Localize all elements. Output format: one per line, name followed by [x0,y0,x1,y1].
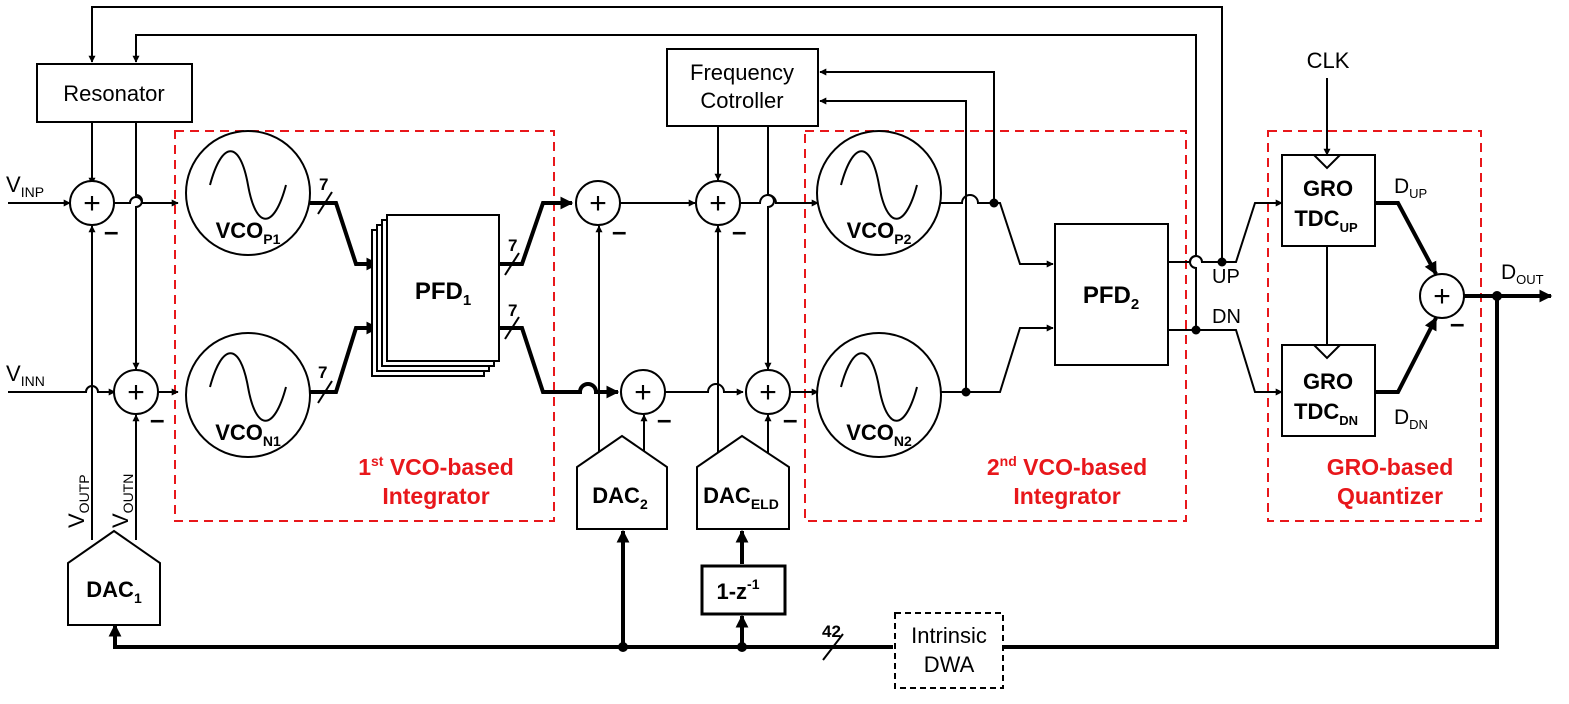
integrator2-label-2: Integrator [1013,483,1120,509]
bus-width-7: 7 [508,301,517,320]
svg-text:+: + [709,187,727,220]
dac-eld-block: DACELD [696,434,790,530]
dac2-block: DAC2 [576,434,668,530]
vco-n1: VCON1 [185,332,311,458]
vco-n2: VCON2 [816,332,942,458]
svg-text:VCON1: VCON1 [215,420,281,449]
wires [8,6,1553,661]
svg-text:TDCDN: TDCDN [1294,399,1358,428]
svg-text:+: + [759,376,777,409]
delay-block: 1-z-1 [700,564,787,616]
dac1-block: DAC1 [67,529,161,626]
svg-text:+: + [83,187,101,220]
svg-text:+: + [127,376,145,409]
summer-d: + [745,369,791,415]
svg-text:–: – [783,404,797,434]
svg-text:Frequency: Frequency [690,60,794,85]
signal-labels: VINP VINN VOUTP VOUTN CLK UP DN DUP DDN … [6,48,1544,641]
label-dup: DUP [1394,175,1427,201]
label-vinn: VINN [6,361,45,389]
svg-text:Cotroller: Cotroller [700,88,783,113]
svg-text:GRO: GRO [1303,369,1353,394]
svg-text:PFD1: PFD1 [415,278,471,309]
svg-text:Intrinsic: Intrinsic [911,623,987,648]
resonator-block: Resonator [36,63,193,123]
svg-text:1-z-1: 1-z-1 [716,576,759,604]
svg-text:DACELD: DACELD [703,483,779,512]
svg-text:GRO: GRO [1303,176,1353,201]
bus-width-7: 7 [508,236,517,255]
svg-text:TDCUP: TDCUP [1294,206,1358,235]
summer-b: + [620,369,666,415]
quantizer-label: GRO-based [1327,454,1454,480]
label-up: UP [1212,266,1240,288]
region-labels: 1st VCO-based Integrator 2nd VCO-based I… [358,453,1453,509]
bus-width-42: 42 [822,622,841,641]
svg-text:DWA: DWA [924,652,975,677]
integrator1-label-2: Integrator [382,483,489,509]
svg-text:+: + [1433,280,1451,313]
svg-text:PFD2: PFD2 [1083,282,1139,313]
svg-text:–: – [732,216,746,246]
summer-a: + [575,180,621,226]
summer-input-p: + [69,180,115,226]
svg-text:–: – [150,404,164,434]
minus-signs: – – – – – – – [104,216,1464,434]
bus-width-7: 7 [318,363,327,382]
label-voutp: VOUTP [64,474,92,528]
vco-p2: VCOP2 [816,130,942,256]
svg-text:VCOP2: VCOP2 [847,218,912,247]
svg-text:DAC1: DAC1 [86,577,142,606]
svg-text:–: – [657,404,671,434]
svg-text:–: – [612,216,626,246]
gro-tdc-dn-block: GRO TDCDN [1281,344,1376,437]
vco-p1: VCOP1 [185,130,311,256]
label-vinp: VINP [6,172,44,200]
label-ddn: DDN [1394,406,1428,432]
svg-text:–: – [104,216,118,246]
integrator2-region [804,130,1187,522]
summer-input-n: + [113,369,159,415]
svg-text:VCOP1: VCOP1 [216,218,281,247]
svg-text:Resonator: Resonator [63,81,165,106]
pfd2-block: PFD2 [1054,223,1169,366]
quantizer-region [1267,130,1482,522]
svg-text:–: – [1450,308,1464,338]
integrator1-region [174,130,555,522]
pfd1-block: PFD1 [371,214,500,377]
summers: + + + + + + + [69,180,1465,415]
quantizer-label-2: Quantizer [1337,483,1443,509]
label-dn: DN [1212,306,1241,328]
gro-tdc-up-block: GRO TDCUP [1281,154,1376,247]
integrator2-label: 2nd VCO-based [987,453,1147,480]
label-dout: DOUT [1501,261,1544,287]
bus-width-7: 7 [319,175,328,194]
summer-c: + [695,180,741,226]
frequency-controller-block: Frequency Cotroller [666,48,819,127]
integrator1-label: 1st VCO-based [358,453,514,480]
svg-text:DAC2: DAC2 [592,483,648,512]
svg-text:VCON2: VCON2 [846,420,912,449]
svg-text:+: + [634,376,652,409]
junction-dots [618,198,1502,652]
summer-output: + [1419,273,1465,319]
intrinsic-dwa-block: Intrinsic DWA [894,612,1004,689]
label-voutn: VOUTN [108,474,136,528]
label-clk: CLK [1307,48,1350,73]
svg-text:+: + [589,187,607,220]
